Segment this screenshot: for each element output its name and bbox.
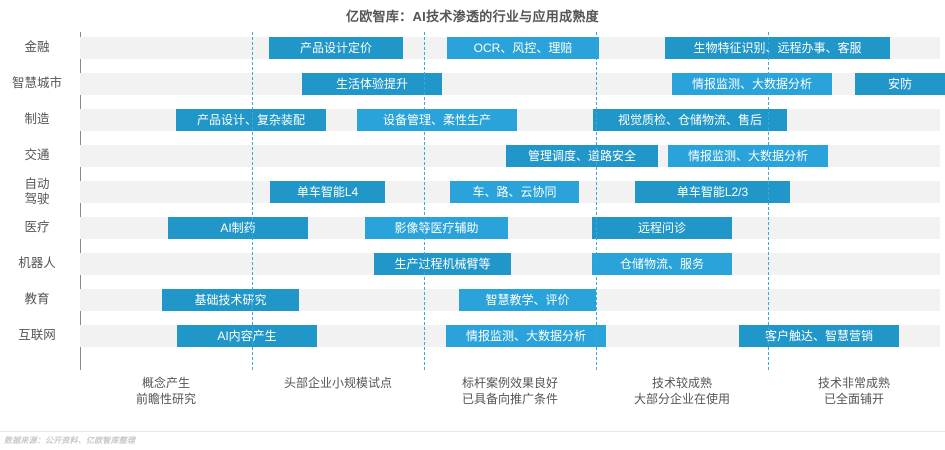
- row-label-line: 医疗: [24, 220, 50, 234]
- row-label-医疗: 医疗: [0, 220, 74, 235]
- row-label-教育: 教育: [0, 292, 74, 307]
- row-label-line: 教育: [24, 292, 50, 306]
- stage-label-line: 已具备向推广条件: [461, 392, 558, 406]
- stage-label-line: 已全面铺开: [823, 392, 884, 406]
- row-label-line: 智慧城市: [11, 76, 62, 90]
- row-label-line: 交通: [24, 148, 50, 162]
- bar-item[interactable]: 安防: [855, 73, 945, 95]
- stage-label-line: 前瞻性研究: [135, 392, 196, 406]
- row-label-line: 互联网: [18, 328, 56, 342]
- bar-item[interactable]: 设备管理、柔性生产: [357, 109, 517, 131]
- stage-label-line: 技术较成熟: [651, 376, 712, 390]
- stage-label-line: 大部分企业在使用: [633, 392, 730, 406]
- row-label-line: 制造: [24, 112, 50, 126]
- row-label-金融: 金融: [0, 40, 74, 55]
- bar-item[interactable]: 情报监测、大数据分析: [668, 145, 828, 167]
- bar-item[interactable]: 客户触达、智慧营销: [739, 325, 899, 347]
- stage-label-stage-1: 概念产生前瞻性研究: [80, 375, 252, 407]
- stage-label-stage-4: 技术较成熟大部分企业在使用: [596, 375, 768, 407]
- stage-label-line: 头部企业小规模试点: [283, 376, 392, 390]
- bar-item[interactable]: 单车智能L4: [270, 181, 385, 203]
- bar-item[interactable]: 情报监测、大数据分析: [446, 325, 606, 347]
- bar-item[interactable]: 产品设计、复杂装配: [176, 109, 326, 131]
- row-label-互联网: 互联网: [0, 328, 74, 343]
- row-label-交通: 交通: [0, 148, 74, 163]
- row-label-机器人: 机器人: [0, 256, 74, 271]
- bar-item[interactable]: 仓储物流、服务: [592, 253, 732, 275]
- stage-separator: [252, 32, 253, 370]
- bar-item[interactable]: 生物特征识别、远程办事、客服: [665, 37, 890, 59]
- bar-item[interactable]: 基础技术研究: [162, 289, 299, 311]
- bar-item[interactable]: 视觉质检、仓储物流、售后: [593, 109, 787, 131]
- bar-item[interactable]: OCR、风控、理赔: [447, 37, 599, 59]
- stage-label-line: 概念产生: [141, 376, 190, 390]
- stage-label-stage-3: 标杆案例效果良好已具备向推广条件: [424, 375, 596, 407]
- row-label-line: 金融: [24, 40, 50, 54]
- bar-item[interactable]: AI内容产生: [177, 325, 317, 347]
- page-title: 亿欧智库：AI技术渗透的行业与应用成熟度: [345, 9, 599, 24]
- row-label-line: 驾驶: [24, 192, 50, 206]
- stage-separator: [596, 32, 597, 370]
- bar-item[interactable]: 情报监测、大数据分析: [672, 73, 832, 95]
- bar-item[interactable]: 智慧教学、评价: [459, 289, 596, 311]
- bar-item[interactable]: 车、路、云协同: [450, 181, 579, 203]
- row-label-智慧城市: 智慧城市: [0, 76, 74, 91]
- stage-separator: [424, 32, 425, 370]
- row-label-制造: 制造: [0, 112, 74, 127]
- row-label-line: 机器人: [18, 256, 56, 270]
- row-label-自动驾驶: 自动驾驶: [0, 177, 74, 207]
- bar-item[interactable]: 生产过程机械臂等: [374, 253, 511, 275]
- bar-item[interactable]: 单车智能L2/3: [635, 181, 790, 203]
- stage-separator: [768, 32, 769, 370]
- bar-item[interactable]: 生活体验提升: [302, 73, 442, 95]
- bar-item[interactable]: 影像等医疗辅助: [365, 217, 508, 239]
- bar-item[interactable]: 管理调度、道路安全: [506, 145, 658, 167]
- source-note: 数据来源：公开资料、亿欧智库整理: [4, 436, 136, 445]
- bar-item[interactable]: AI制药: [168, 217, 308, 239]
- stage-label-line: 标杆案例效果良好: [461, 376, 558, 390]
- stage-label-line: 技术非常成熟: [817, 376, 890, 390]
- bar-item[interactable]: 远程问诊: [592, 217, 732, 239]
- stage-label-stage-5: 技术非常成熟已全面铺开: [768, 375, 940, 407]
- stage-label-stage-2: 头部企业小规模试点: [252, 375, 424, 391]
- bar-item[interactable]: 产品设计定价: [269, 37, 403, 59]
- footer-divider: [0, 431, 945, 432]
- row-label-line: 自动: [24, 177, 50, 191]
